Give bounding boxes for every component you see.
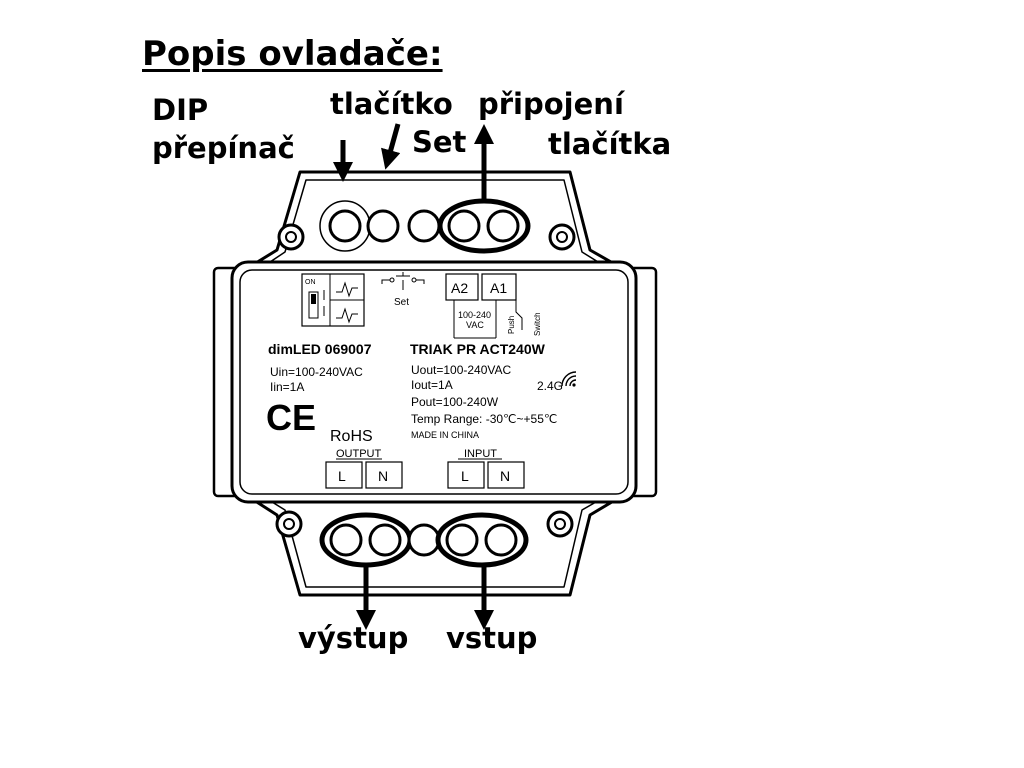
button-terminal-block: A2 A1 100-240 VAC Push Switch xyxy=(445,273,542,339)
label-button-connection: připojení xyxy=(478,87,624,121)
rf-label: 2.4G xyxy=(537,379,563,393)
output-l: L xyxy=(338,468,346,484)
screw-top-right xyxy=(548,223,576,251)
ce-mark: CE xyxy=(266,397,316,438)
set-text: Set xyxy=(394,297,409,308)
dip-switch-box: ON xyxy=(301,273,365,327)
input-terminal-2 xyxy=(484,523,518,557)
output-label: OUTPUT xyxy=(336,448,382,460)
button-terminal-2 xyxy=(486,209,520,243)
screw-bottom-left xyxy=(275,510,303,538)
input-n: N xyxy=(500,468,510,484)
output-n: N xyxy=(378,468,388,484)
label-button-connection-2: tlačítka xyxy=(548,127,672,161)
input-terminal-1 xyxy=(445,523,479,557)
arrow-set xyxy=(381,123,401,170)
a1-label: A1 xyxy=(490,280,507,296)
screw-top-left xyxy=(277,223,305,251)
vac-range: 100-240 xyxy=(458,310,491,320)
a2-label: A2 xyxy=(451,280,468,296)
switch-label: Switch xyxy=(533,312,542,336)
output-terminal-1 xyxy=(329,523,363,557)
push-label: Push xyxy=(507,316,516,334)
label-set: Set xyxy=(412,125,467,159)
dip-on-label: ON xyxy=(305,279,316,286)
output-terminal-2 xyxy=(368,523,402,557)
bottom-port-middle xyxy=(407,523,441,557)
label-plate-inner xyxy=(239,269,629,495)
model-name: dimLED 069007 xyxy=(268,341,372,357)
rohs-mark: RoHS xyxy=(330,428,373,445)
label-dip-switch: přepínač xyxy=(152,131,295,165)
spec-uin: Uin=100-240VAC xyxy=(270,365,363,379)
page-title: Popis ovladače: xyxy=(142,34,443,74)
label-set-button: tlačítko xyxy=(330,87,453,121)
spec-temp: Temp Range: -30℃~+55℃ xyxy=(411,412,557,426)
dip-switch-port xyxy=(328,209,362,243)
label-dip: DIP xyxy=(152,93,209,127)
label-output: výstup xyxy=(298,621,409,655)
vac-unit: VAC xyxy=(466,320,484,330)
spec-uout: Uout=100-240VAC xyxy=(411,363,512,377)
wifi-icon xyxy=(561,371,577,387)
input-l: L xyxy=(461,468,469,484)
made-in: MADE IN CHINA xyxy=(411,430,479,440)
product-name: TRIAK PR ACT240W xyxy=(410,341,546,357)
set-symbol: Set xyxy=(381,272,425,308)
screw-bottom-right xyxy=(546,510,574,538)
spec-iout: Iout=1A xyxy=(411,378,453,392)
spec-pout: Pout=100-240W xyxy=(411,395,499,409)
top-port-3 xyxy=(407,209,441,243)
button-terminal-1 xyxy=(447,209,481,243)
input-label: INPUT xyxy=(464,448,497,460)
spec-iin: Iin=1A xyxy=(270,380,304,394)
set-button-port xyxy=(366,209,400,243)
